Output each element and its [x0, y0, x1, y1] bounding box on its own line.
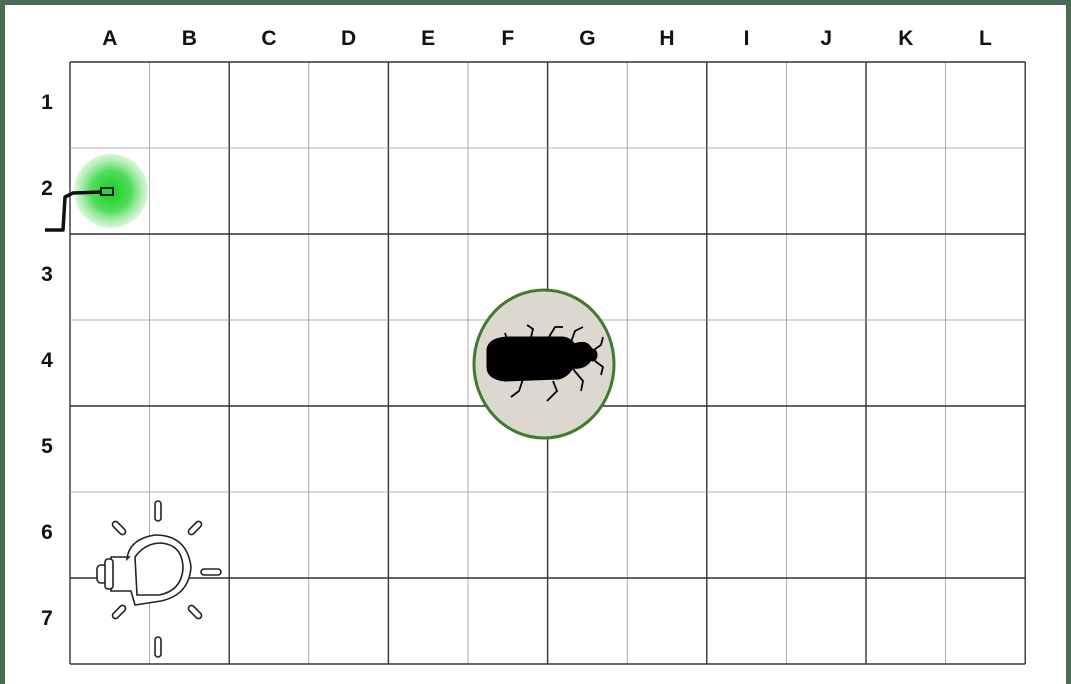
row-label-6: 6	[35, 521, 59, 545]
column-label-g: G	[567, 27, 607, 51]
column-label-k: K	[886, 27, 926, 51]
column-label-i: I	[727, 27, 767, 51]
column-label-h: H	[647, 27, 687, 51]
column-label-e: E	[408, 27, 448, 51]
row-label-4: 4	[35, 349, 59, 373]
lightbulb-icon[interactable]	[71, 495, 229, 663]
column-label-j: J	[806, 27, 846, 51]
row-label-7: 7	[35, 607, 59, 631]
row-label-1: 1	[35, 91, 59, 115]
column-label-f: F	[488, 27, 528, 51]
row-label-5: 5	[35, 435, 59, 459]
column-label-l: L	[965, 27, 1005, 51]
firefly-glow-icon[interactable]	[43, 153, 153, 235]
column-label-b: B	[169, 27, 209, 51]
column-label-d: D	[329, 27, 369, 51]
column-label-a: A	[90, 27, 130, 51]
beetle-icon[interactable]	[471, 287, 617, 441]
row-label-3: 3	[35, 263, 59, 287]
column-label-c: C	[249, 27, 289, 51]
